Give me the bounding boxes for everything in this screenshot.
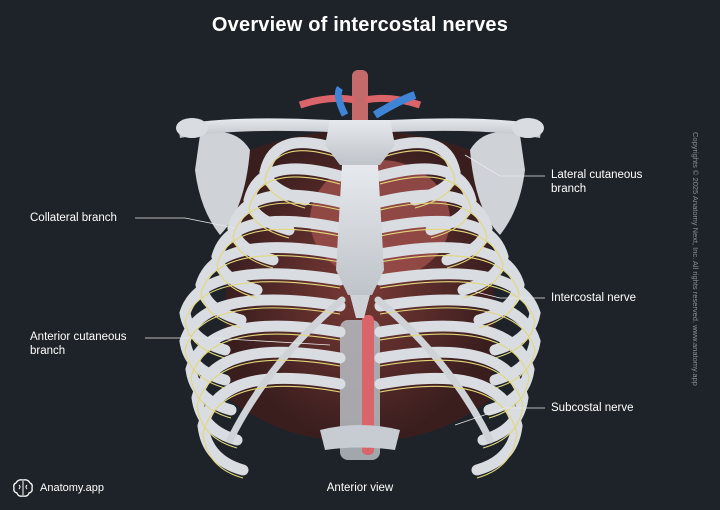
nerve-right-8	[379, 333, 530, 419]
leader-collateral-branch	[135, 217, 236, 229]
nerve-left-9	[196, 359, 341, 449]
rib-right-9	[374, 346, 529, 446]
left-subclavian-vein	[372, 91, 417, 119]
costal-margin-right	[374, 296, 494, 444]
label-subcostal-nerve: Subcostal nerve	[551, 402, 634, 414]
ribs	[179, 137, 541, 476]
trachea	[352, 70, 368, 130]
nerve-left-8	[190, 333, 341, 419]
nerve-right-10	[379, 385, 518, 479]
descending-aorta	[362, 315, 374, 455]
label-lateral-cutaneous-branch: Lateral cutaneous branch	[551, 168, 642, 196]
sternum-body	[336, 165, 384, 295]
nerve-left-6	[184, 281, 341, 359]
brain-icon	[13, 479, 33, 497]
rib-left-6	[179, 268, 346, 356]
nerve-left-10	[202, 385, 341, 479]
leader-intercostal-nerve	[459, 287, 545, 299]
right-subclavian-vein	[334, 85, 349, 117]
nerve-left-1	[264, 150, 341, 209]
rib-left-7	[179, 294, 346, 386]
right-clavicle	[178, 118, 330, 138]
copyright-notice: Copyrights © 2025 Anatomy Next, Inc. All…	[691, 132, 700, 386]
rib-left-9	[191, 346, 346, 446]
rib-left-10	[197, 372, 346, 476]
nerve-right-3	[379, 202, 488, 269]
label-line: branch	[551, 183, 587, 195]
intercostal-nerves	[184, 150, 536, 479]
right-shoulder-head	[176, 118, 208, 138]
left-shoulder-head	[512, 118, 544, 138]
left-clavicle	[390, 118, 542, 138]
nerve-right-4	[379, 228, 504, 299]
label-line: Anterior cutaneous	[30, 331, 127, 343]
rib-right-6	[374, 268, 541, 356]
leader-lateral-cutaneous	[464, 154, 545, 177]
nerve-left-3	[232, 202, 341, 269]
label-collateral-branch: Collateral branch	[30, 212, 117, 224]
page-title: Overview of intercostal nerves	[211, 14, 509, 36]
label-line: Lateral cutaneous	[551, 169, 643, 181]
nerve-right-9	[379, 359, 524, 449]
nerve-right-1	[379, 150, 456, 209]
nerve-left-4	[216, 228, 341, 299]
view-caption: Anterior view	[326, 482, 394, 494]
brand-name: Anatomy.app	[40, 482, 105, 494]
nerve-right-5	[379, 254, 520, 329]
costal-margin-left	[226, 296, 346, 444]
manubrium	[325, 120, 395, 165]
label-leader-lines	[135, 154, 545, 426]
pelvic-vertebra	[320, 425, 400, 450]
label-intercostal-nerve: Intercostal nerve	[551, 292, 637, 304]
right-subclavian-artery	[298, 94, 356, 109]
rib-left-8	[185, 320, 346, 416]
rib-right-7	[374, 294, 541, 386]
rib-right-8	[374, 320, 535, 416]
rib-right-10	[374, 372, 523, 476]
left-subclavian-artery	[364, 94, 422, 109]
xiphoid-process	[350, 295, 370, 318]
nerve-left-7	[184, 307, 341, 389]
leader-subcostal-nerve	[454, 407, 545, 426]
nerve-right-7	[379, 307, 536, 389]
label-line: branch	[30, 345, 66, 357]
nerve-right-6	[379, 281, 536, 359]
nerve-left-5	[200, 254, 341, 329]
leader-anterior-cutaneous	[145, 337, 331, 346]
brand-logo: Anatomy.app	[12, 478, 104, 498]
label-anterior-cutaneous-branch: Anterior cutaneous branch	[30, 330, 127, 358]
